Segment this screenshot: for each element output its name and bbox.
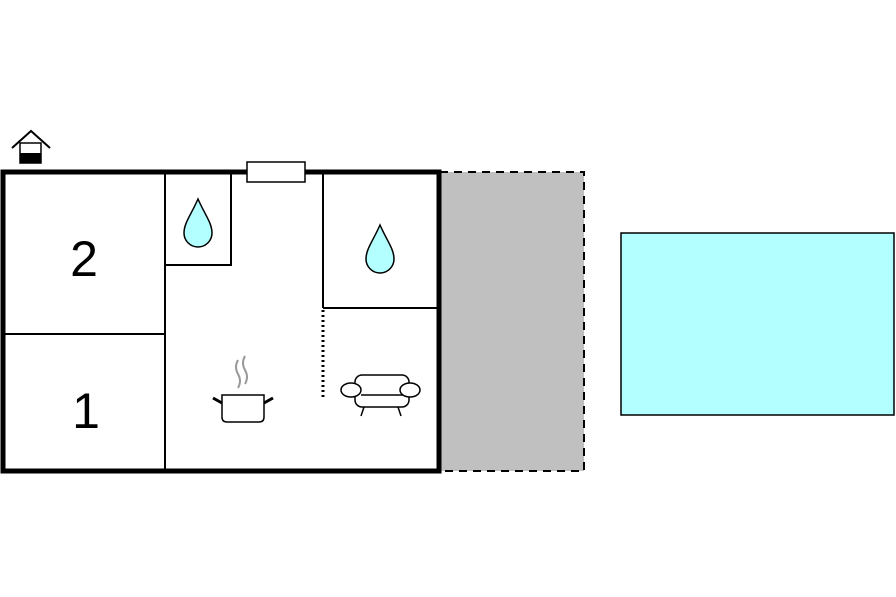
sofa-icon	[340, 374, 421, 417]
water-drop-icon	[183, 197, 213, 248]
room-label-1: 1	[72, 383, 100, 439]
room-label-2: 2	[70, 231, 98, 287]
water-drop-icon	[365, 223, 395, 274]
outer-walls	[0, 169, 442, 474]
cooking-pot-icon	[212, 355, 274, 423]
house-entrance-icon	[11, 129, 51, 164]
window-icon	[246, 161, 306, 183]
interior-walls	[3, 172, 438, 471]
terrace	[439, 171, 585, 472]
swimming-pool	[620, 232, 895, 416]
